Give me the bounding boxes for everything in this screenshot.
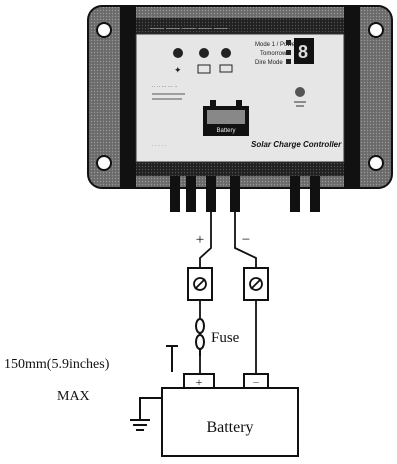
panel-battery-label: Battery bbox=[216, 128, 235, 134]
terminal-post bbox=[230, 176, 240, 212]
max-label: MAX bbox=[57, 389, 90, 404]
controller-title: Solar Charge Controller bbox=[251, 140, 342, 149]
terminal-post bbox=[206, 176, 216, 212]
side-label: Tomorrow 2 bbox=[260, 51, 292, 57]
status-square-icon bbox=[286, 40, 291, 45]
ground-icon bbox=[130, 397, 162, 431]
controller-top-strip bbox=[136, 18, 344, 34]
fuse-label: Fuse bbox=[211, 330, 240, 346]
connector-icon bbox=[193, 277, 207, 291]
status-square-icon bbox=[286, 50, 291, 55]
mounting-hole-icon bbox=[368, 22, 384, 38]
digit-display bbox=[294, 38, 314, 64]
controller-rail-right bbox=[344, 6, 360, 188]
controller-bottom-strip bbox=[136, 162, 344, 176]
terminal-post bbox=[170, 176, 180, 212]
battery-positive-terminal bbox=[183, 373, 215, 389]
mounting-hole-icon bbox=[368, 155, 384, 171]
terminal-post bbox=[186, 176, 196, 212]
panel-battery-graphic: Battery bbox=[203, 100, 249, 136]
wires bbox=[199, 212, 257, 374]
negative-connector bbox=[243, 267, 269, 301]
panel-left-text: ·· ·· ··· ··· ·· bbox=[152, 84, 178, 90]
negative-wire bbox=[234, 212, 257, 268]
status-square-icon bbox=[286, 59, 291, 64]
battery: + — Battery bbox=[161, 373, 299, 457]
terminal-block bbox=[170, 176, 320, 212]
led-indicator-icon bbox=[199, 48, 209, 58]
led-indicator-icon bbox=[173, 48, 183, 58]
battery-negative-terminal bbox=[243, 373, 269, 389]
battery-label: Battery bbox=[206, 419, 253, 436]
minus-symbol: − bbox=[242, 232, 250, 248]
battery-mini-icon bbox=[219, 64, 233, 73]
positive-wire bbox=[199, 212, 212, 268]
bulb-icon bbox=[295, 87, 305, 97]
led-indicator-icon bbox=[221, 48, 231, 58]
battery-plus-symbol: + bbox=[196, 375, 203, 389]
mounting-hole-icon bbox=[96, 22, 112, 38]
distance-label: 150mm(5.9inches) bbox=[4, 357, 110, 372]
mounting-hole-icon bbox=[96, 155, 112, 171]
digit-display-value: 8 bbox=[298, 42, 308, 62]
terminal-post bbox=[310, 176, 320, 212]
terminal-post bbox=[290, 176, 300, 212]
distance-indicator bbox=[166, 345, 178, 372]
charge-controller: —— —— —— —— —— ✦ ·· ·· ··· ··· ·· Mode 1… bbox=[87, 5, 393, 189]
positive-connector bbox=[187, 267, 213, 301]
battery-body bbox=[161, 387, 299, 457]
panel-brand-text: · · · · · bbox=[152, 143, 166, 149]
controller-top-text: —— —— —— —— —— bbox=[150, 25, 228, 32]
side-label: Mode 1 / Power bbox=[255, 42, 297, 48]
fuse-icon bbox=[195, 318, 205, 356]
side-label: Dire Mode bbox=[255, 60, 283, 66]
connector-icon bbox=[249, 277, 263, 291]
panel-icon bbox=[197, 64, 211, 74]
sun-icon: ✦ bbox=[174, 65, 182, 75]
plus-symbol: + bbox=[196, 232, 204, 248]
battery-minus-text: — bbox=[253, 380, 259, 386]
controller-rail-left bbox=[120, 6, 136, 188]
